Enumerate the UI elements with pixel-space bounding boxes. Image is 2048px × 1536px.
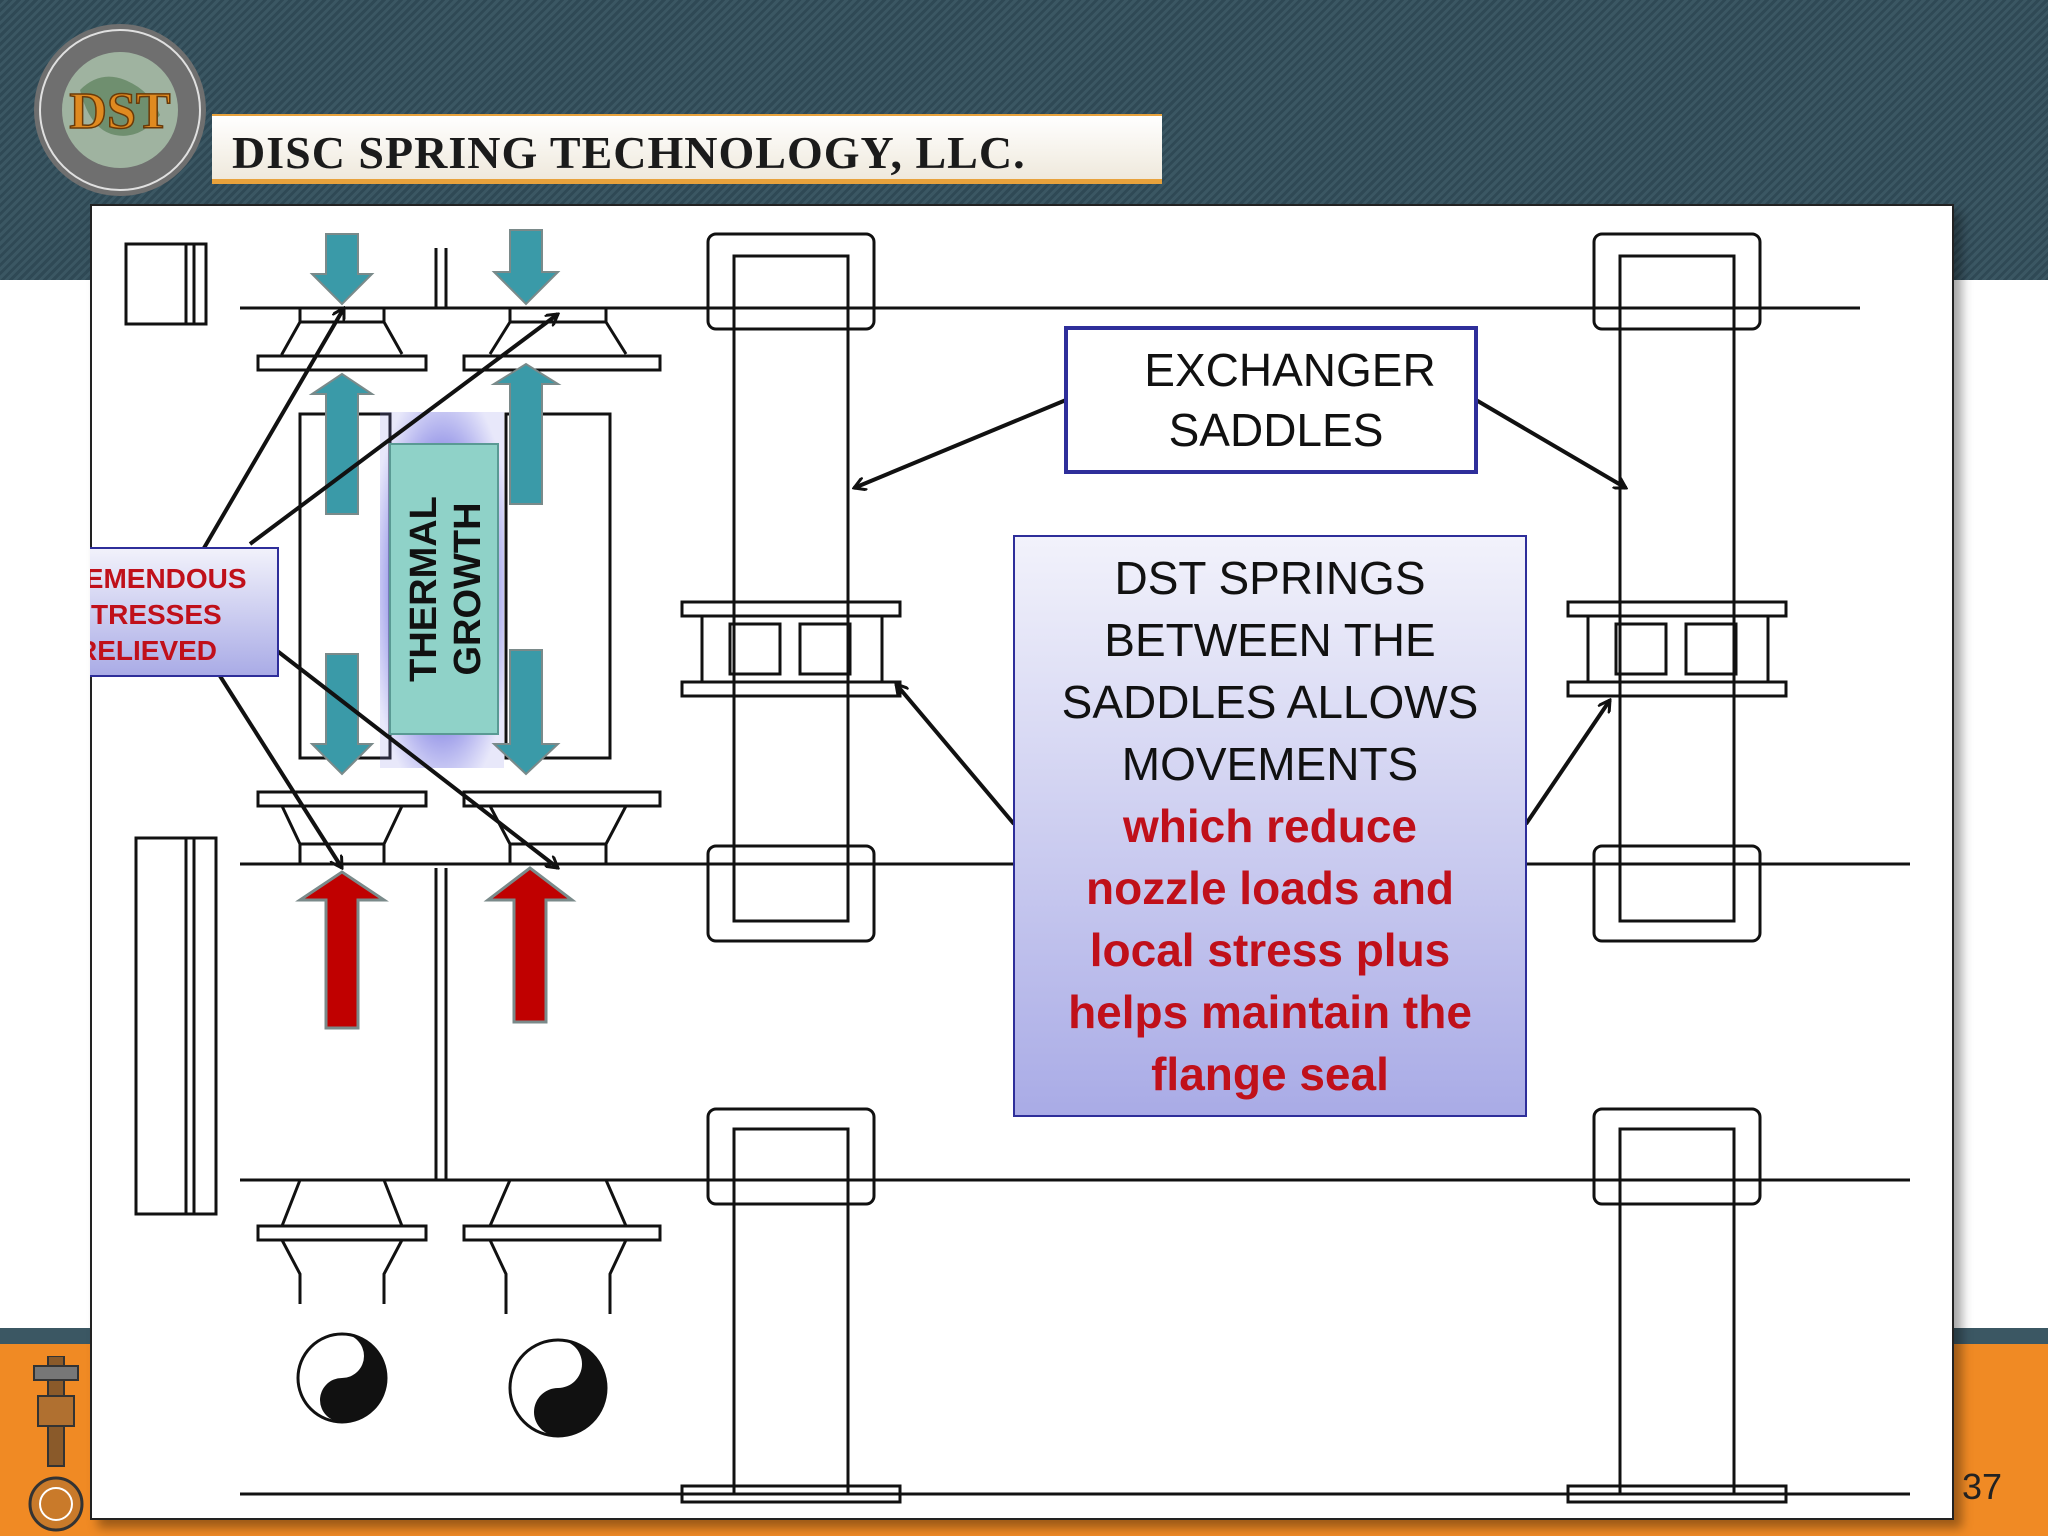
dst-springs-line-2: BETWEEN THE — [1104, 614, 1435, 666]
dst-springs-red-line-5: flange seal — [1151, 1048, 1389, 1100]
teal-up-arrows — [308, 362, 562, 515]
dst-springs-red-line-4: helps maintain the — [1068, 986, 1472, 1038]
dst-springs-line-3: SADDLES ALLOWS — [1062, 676, 1479, 728]
thermal-growth-box — [389, 443, 499, 735]
spring-pointer-arrows — [896, 684, 1610, 826]
dst-springs-line-1: DST SPRINGS — [1115, 552, 1426, 604]
page-number: 37 — [1962, 1466, 2003, 1507]
dst-springs-red-line-1: which reduce — [1122, 800, 1417, 852]
company-name: DISC SPRING TECHNOLOGY, LLC. — [232, 127, 1026, 178]
tremendous-stresses-line-1: TREMENDOUS — [90, 563, 247, 594]
exchanger-saddles-line-1: EXCHANGER — [1144, 344, 1435, 396]
dst-springs-red-line-3: local stress plus — [1090, 924, 1451, 976]
tremendous-stresses-box — [90, 547, 279, 677]
stress-pointer-arrows — [202, 308, 558, 868]
saddle-pointer-arrows — [854, 398, 1626, 488]
exchanger-saddles-line-2: SADDLES — [1169, 404, 1384, 456]
dst-springs-box — [1013, 535, 1527, 1117]
tremendous-stresses-line-3: RELIEVED — [90, 635, 217, 666]
port-swirls — [320, 1334, 606, 1436]
dst-springs-line-4: MOVEMENTS — [1122, 738, 1418, 790]
exchanger-saddles-box — [1064, 326, 1478, 474]
valve-badge-icon — [28, 1356, 84, 1532]
red-up-arrows — [295, 866, 577, 1030]
thermal-growth-line-1: THERMAL — [403, 496, 445, 682]
dst-logo-icon: DST — [34, 24, 206, 196]
logo-text: DST — [69, 83, 170, 140]
dst-springs-red-line-2: nozzle loads and — [1086, 862, 1454, 914]
teal-down-arrows — [309, 229, 561, 776]
thermal-growth-line-2: GROWTH — [447, 502, 489, 675]
company-banner: DISC SPRING TECHNOLOGY, LLC. — [212, 114, 1162, 184]
